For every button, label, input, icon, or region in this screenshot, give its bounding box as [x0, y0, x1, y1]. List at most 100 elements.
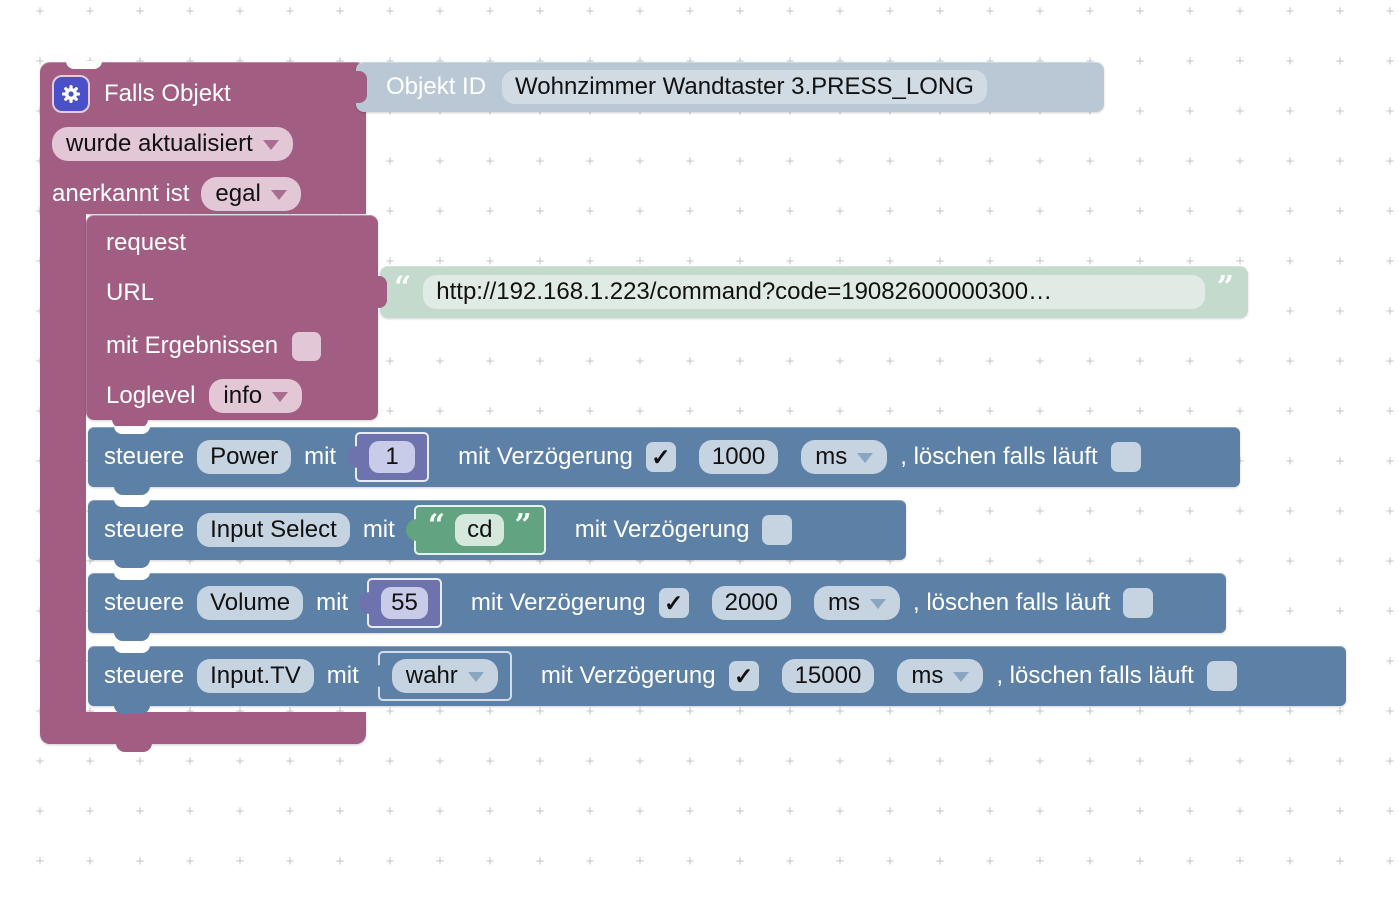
grid-cross: +	[632, 50, 648, 74]
grid-cross: +	[435, 3, 445, 20]
control-block-power[interactable]: steuere Power mit 1 mit Verzögerung ✓ 10…	[88, 426, 1240, 495]
grid-cross: +	[1085, 553, 1095, 570]
grid-cross: +	[1285, 3, 1295, 20]
grid-cross: +	[1385, 503, 1395, 520]
grid-cross: +	[1185, 253, 1195, 270]
clear-checkbox[interactable]	[1110, 442, 1141, 472]
grid-cross: +	[885, 3, 895, 20]
grid-cross: +	[535, 3, 545, 20]
objekt-id-label: Objekt ID	[386, 73, 487, 100]
control-block-input-tv[interactable]: steuere Input.TV mit wahr mit Verzögerun…	[88, 645, 1346, 714]
delay-ms-field[interactable]: 1000	[698, 439, 779, 475]
objekt-id-field[interactable]: Wohnzimmer Wandtaster 3.PRESS_LONG	[502, 69, 987, 105]
state-dropdown[interactable]: Power	[197, 439, 292, 475]
number-field[interactable]: 55	[381, 586, 428, 620]
grid-cross: +	[32, 100, 48, 124]
mit-label: mit	[304, 443, 337, 470]
falls-objekt-trigger-block[interactable]: Falls Objekt wurde aktualisiert anerkann…	[40, 61, 366, 214]
grid-cross: +	[535, 703, 545, 720]
grid-cross: +	[635, 803, 645, 820]
grid-cross: +	[985, 253, 995, 270]
delay-checkbox[interactable]: ✓	[658, 588, 689, 618]
grid-cross: +	[1335, 303, 1345, 320]
grid-cross: +	[135, 753, 145, 770]
grid-cross: +	[435, 153, 445, 170]
state-dropdown[interactable]: Input Select	[197, 512, 350, 548]
grid-cross: +	[385, 3, 395, 20]
grid-cross: +	[1285, 303, 1295, 320]
grid-cross: +	[1082, 50, 1098, 74]
unit-dropdown[interactable]: ms	[801, 439, 888, 475]
grid-cross: +	[985, 353, 995, 370]
clear-checkbox[interactable]	[1206, 661, 1237, 691]
number-field[interactable]: 1	[369, 440, 416, 474]
grid-cross: +	[82, 700, 98, 724]
delay-ms-field[interactable]: 15000	[781, 658, 875, 694]
bottom-tab	[116, 743, 152, 752]
grid-cross: +	[735, 3, 745, 20]
unit-dropdown[interactable]: ms	[813, 585, 900, 621]
grid-cross: +	[185, 803, 195, 820]
control-block-volume[interactable]: steuere Volume mit 55 mit Verzögerung ✓ …	[88, 572, 1226, 641]
objekt-id-block[interactable]: Objekt ID Wohnzimmer Wandtaster 3.PRESS_…	[356, 62, 1104, 112]
grid-cross: +	[1235, 703, 1245, 720]
logic-value-block[interactable]: wahr	[377, 651, 512, 701]
grid-cross: +	[1385, 253, 1395, 270]
event-type-dropdown[interactable]: wurde aktualisiert	[52, 126, 293, 162]
unit-value: ms	[815, 442, 848, 470]
grid-cross: +	[1235, 753, 1245, 770]
grid-cross: +	[435, 753, 445, 770]
loglevel-dropdown[interactable]: info	[209, 378, 303, 414]
grid-cross: +	[935, 753, 945, 770]
state-dropdown[interactable]: Input.TV	[197, 658, 314, 694]
with-results-checkbox[interactable]	[292, 331, 322, 361]
grid-cross: +	[635, 203, 645, 220]
check-icon: ✓	[663, 589, 684, 616]
clear-checkbox[interactable]	[1123, 588, 1154, 618]
grid-cross: +	[32, 250, 48, 274]
delay-label: mit Verzögerung	[540, 662, 716, 689]
grid-cross: +	[535, 403, 545, 420]
grid-cross: +	[1185, 553, 1195, 570]
grid-cross: +	[735, 353, 745, 370]
string-value-block[interactable]: “ cd ”	[413, 505, 546, 555]
grid-cross: +	[785, 553, 795, 570]
grid-cross: +	[1235, 353, 1245, 370]
top-notch	[114, 499, 150, 507]
grid-cross: +	[935, 3, 945, 20]
grid-cross: +	[1035, 253, 1045, 270]
request-block[interactable]: request URL mit Ergebnissen Loglevel inf…	[86, 215, 378, 428]
number-value-block[interactable]: 55	[367, 578, 442, 628]
url-string-block[interactable]: “ http://192.168.1.223/command?code=1908…	[380, 266, 1248, 318]
grid-cross: +	[1335, 253, 1345, 270]
grid-cross: +	[1285, 853, 1295, 870]
number-value-block[interactable]: 1	[355, 432, 430, 482]
boolean-dropdown[interactable]: wahr	[391, 658, 498, 694]
grid-cross: +	[1335, 553, 1345, 570]
grid-cross: +	[1185, 803, 1195, 820]
url-text-field[interactable]: http://192.168.1.223/command?code=190826…	[423, 274, 1205, 310]
request-title: request	[106, 229, 187, 256]
state-dropdown[interactable]: Volume	[197, 585, 304, 621]
grid-cross: +	[1385, 553, 1395, 570]
grid-cross: +	[935, 853, 945, 870]
delay-checkbox[interactable]: ✓	[645, 442, 676, 472]
delay-checkbox[interactable]	[762, 515, 793, 545]
gear-icon[interactable]	[52, 75, 90, 113]
chevron-down-icon	[272, 392, 289, 403]
connector-tab	[350, 71, 367, 103]
delay-checkbox[interactable]: ✓	[728, 661, 759, 691]
grid-cross: +	[1185, 103, 1195, 120]
grid-cross: +	[85, 803, 95, 820]
grid-cross: +	[1385, 803, 1395, 820]
unit-dropdown[interactable]: ms	[897, 658, 984, 694]
ack-dropdown[interactable]: egal	[201, 176, 301, 212]
grid-cross: +	[1235, 203, 1245, 220]
grid-cross: +	[1135, 353, 1145, 370]
control-block-input-select[interactable]: steuere Input Select mit “ cd ” mit Verz…	[88, 499, 906, 568]
delay-ms-field[interactable]: 2000	[711, 585, 791, 621]
grid-cross: +	[1385, 3, 1395, 20]
grid-cross: +	[385, 803, 395, 820]
string-field[interactable]: cd	[455, 513, 505, 547]
